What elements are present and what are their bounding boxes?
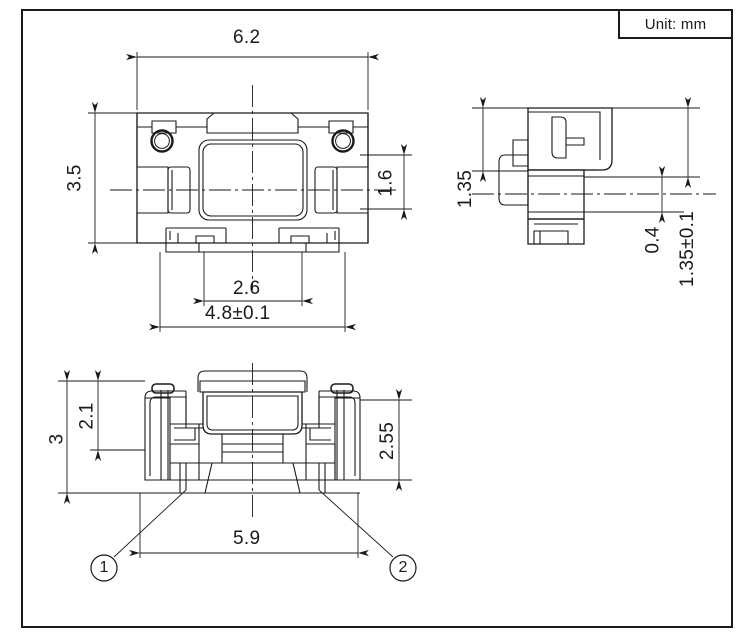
unit-note-box: Unit: mm xyxy=(618,11,731,39)
callout-leaders xyxy=(113,489,394,558)
dim-top-pad-span: 4.8±0.1 xyxy=(205,303,271,324)
dim-front-overall-height: 3 xyxy=(46,433,68,445)
unit-note-label: Unit: mm xyxy=(644,15,707,33)
callout-number-1: 1 xyxy=(99,559,109,576)
front-view-dimension-lines xyxy=(58,370,412,558)
dim-top-stem-height: 1.6 xyxy=(375,169,397,197)
dim-top-inner-width: 2.6 xyxy=(233,278,261,299)
dim-side-upper-height: 1.35 xyxy=(455,169,477,209)
side-view-dimension-lines xyxy=(472,97,700,223)
dim-top-overall-height: 3.5 xyxy=(64,164,86,192)
callout-number-2: 2 xyxy=(398,559,408,576)
dim-front-width: 5.9 xyxy=(233,528,261,549)
dim-top-overall-width: 6.2 xyxy=(233,27,261,48)
top-view-centerlines xyxy=(110,85,398,290)
dim-front-body-height: 2.1 xyxy=(76,402,98,430)
callout-circles xyxy=(90,554,417,582)
dim-side-lower-offset: 0.4 xyxy=(642,226,664,254)
dim-front-right-height: 2.55 xyxy=(377,421,399,461)
sheet-border xyxy=(21,9,733,628)
top-view-dimension-lines xyxy=(88,52,412,332)
dim-side-body-thickness: 1.35±0.1 xyxy=(677,210,699,288)
side-view-geometry xyxy=(498,107,613,245)
